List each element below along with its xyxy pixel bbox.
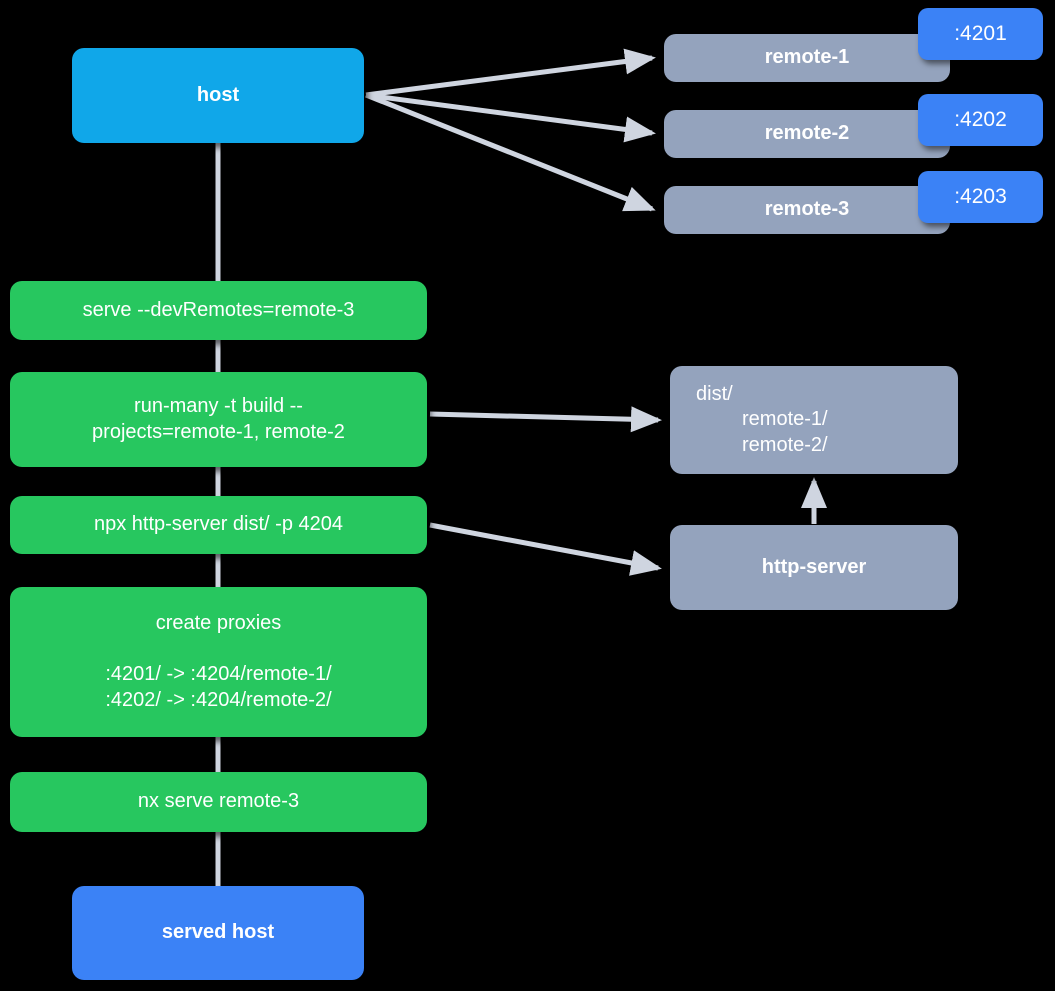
node-http-server[interactable]: http-server: [670, 525, 958, 610]
node-command-run-many-build[interactable]: run-many -t build -- projects=remote-1, …: [10, 372, 427, 467]
edge-host-to-remote-1: [365, 48, 656, 98]
command-serve-devremotes-line-1: serve --devRemotes=remote-3: [82, 298, 355, 321]
node-remote-1-label: remote-1: [764, 46, 850, 69]
node-host-label: host: [196, 83, 240, 106]
badge-remote-1-port: :4201: [918, 8, 1043, 60]
node-dist-line-3: remote-2/: [742, 433, 828, 456]
edge-runmany-to-dist: [429, 406, 662, 433]
node-command-npx-http-server[interactable]: npx http-server dist/ -p 4204: [10, 496, 427, 554]
badge-remote-3-port: :4203: [918, 171, 1043, 223]
node-command-nx-serve-remote-3[interactable]: nx serve remote-3: [10, 772, 427, 832]
command-nx-serve-remote-3-line-1: nx serve remote-3: [137, 790, 300, 813]
command-npx-http-server-line-1: npx http-server dist/ -p 4204: [93, 513, 343, 536]
node-remote-3[interactable]: remote-3: [664, 186, 950, 234]
node-remote-2[interactable]: remote-2: [664, 110, 950, 158]
badge-remote-1-port-label: :4201: [954, 22, 1007, 45]
badge-remote-2-port-label: :4202: [954, 108, 1007, 131]
command-run-many-line-2: projects=remote-1, remote-2: [92, 420, 345, 443]
node-remote-1[interactable]: remote-1: [664, 34, 950, 82]
edge-host-to-remote-3: [365, 92, 656, 212]
badge-remote-2-port: :4202: [918, 94, 1043, 146]
node-served-host[interactable]: served host: [72, 886, 364, 980]
node-command-serve-devremotes[interactable]: serve --devRemotes=remote-3: [10, 281, 427, 340]
node-dist-folder[interactable]: dist/ remote-1/ remote-2/: [670, 366, 958, 474]
command-create-proxies-line-1: create proxies: [155, 611, 282, 634]
badge-remote-3-port-label: :4203: [954, 185, 1007, 208]
node-dist-line-2: remote-1/: [742, 408, 828, 431]
node-remote-3-label: remote-3: [764, 198, 850, 221]
node-remote-2-label: remote-2: [764, 122, 850, 145]
edge-npx-to-httpserver: [429, 522, 662, 576]
node-dist-line-1: dist/: [696, 382, 733, 405]
node-http-server-label: http-server: [761, 555, 867, 578]
command-create-proxies-line-2: :4201/ -> :4204/remote-1/: [105, 663, 332, 686]
command-run-many-line-1: run-many -t build --: [134, 394, 303, 417]
edge-host-to-remote-2: [365, 92, 656, 143]
node-command-create-proxies[interactable]: create proxies :4201/ -> :4204/remote-1/…: [10, 587, 427, 737]
command-create-proxies-line-3: :4202/ -> :4204/remote-2/: [105, 688, 332, 711]
node-host[interactable]: host: [72, 48, 364, 143]
node-served-host-label: served host: [161, 921, 275, 944]
